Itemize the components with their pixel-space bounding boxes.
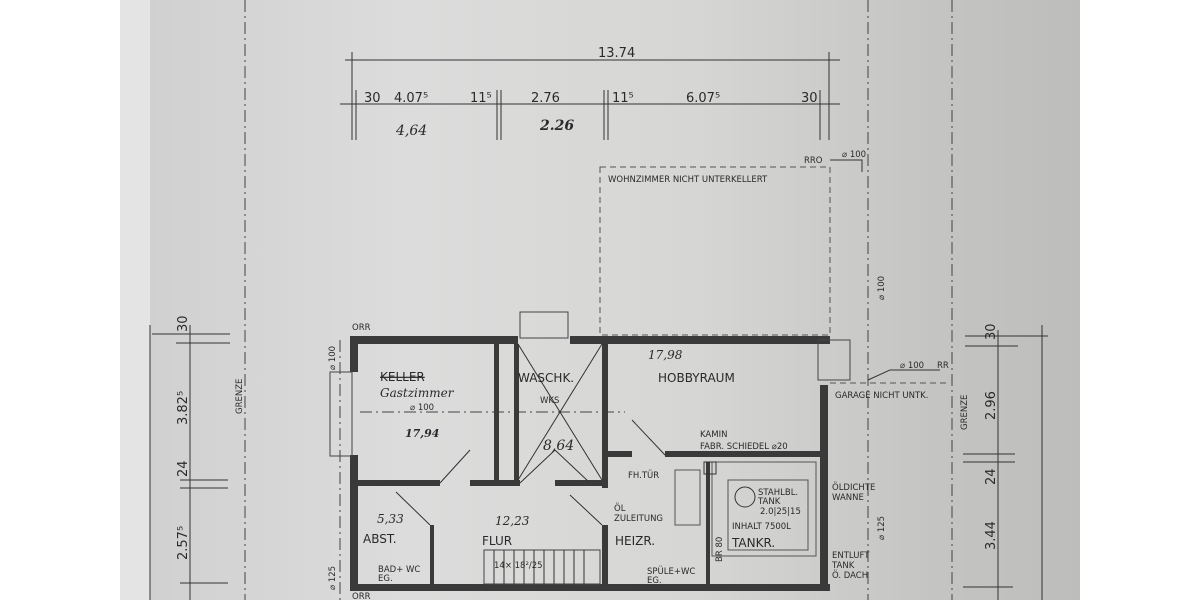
living-room-outline (599, 166, 831, 336)
tank-line-2: TANK (757, 497, 781, 507)
room-name: FLUR (482, 534, 512, 548)
room-name: HEIZR. (615, 534, 655, 548)
below-line-2: EG. (647, 576, 662, 586)
room-area: 8,64 (543, 438, 574, 454)
pipe-label-125: ⌀ 125 (877, 516, 887, 540)
boiler-icon (674, 469, 701, 526)
vent-line-1: ENTLUFT (832, 551, 870, 561)
top-dimension-chain: 13.74 30 4.07⁵ 11⁵ 2.76 11⁵ 6.07⁵ 30 4,6… (340, 46, 840, 140)
paper-edge (120, 0, 150, 600)
room-name: TANKR. (731, 536, 775, 550)
chimney-spec: FABR. SCHIEDEL ⌀20 (700, 442, 788, 452)
rr-label: RR (937, 361, 949, 371)
tank-outline (727, 479, 809, 551)
dim-total: 13.74 (598, 46, 635, 61)
below-line-1: BAD+ WC (378, 565, 420, 575)
room-hand-name: Gastzimmer (380, 386, 455, 400)
hand-dim-seg1: 4,64 (395, 123, 427, 139)
room-heizr: FH.TÜR ÖL ZULEITUNG HEIZR. SPÜLE+WC EG. (614, 470, 695, 586)
room-area: 12,23 (495, 514, 530, 528)
pipe-label-right: ⌀ 100 (877, 276, 887, 300)
dim-wall1: 11⁵ (470, 91, 492, 106)
oil-tray-line-1: ÖLDICHTE (832, 482, 875, 493)
pipe-garage (867, 369, 940, 381)
left-dimension-chain: 30 3.82⁵ 24 2.57⁵ GRENZE ⌀ 100 ⌀ 125 ORR… (149, 315, 371, 600)
room-waschk: WASCHK. WKS 8,64 (518, 371, 574, 454)
pipe-label: ⌀ 100 (410, 403, 434, 413)
orr-bottom: ORR (352, 592, 371, 600)
pipe-label-garage: ⌀ 100 (900, 361, 924, 371)
pipe-label-left-bottom: ⌀ 125 (328, 566, 338, 590)
room-name: HOBBYRAUM (658, 371, 735, 385)
window-well-top (519, 311, 569, 339)
room-keller: KELLER Gastzimmer ⌀ 100 17,94 (380, 370, 455, 440)
dim-wall2: 11⁵ (612, 91, 634, 106)
dim-seg1: 4.07⁵ (394, 91, 428, 106)
chimney-label: KAMIN (700, 430, 727, 440)
room-flur: 12,23 FLUR 14× 18²/25 (482, 514, 543, 571)
garage-note: GARAGE NICHT UNTK. (835, 391, 928, 401)
boundary-label-left: GRENZE (235, 379, 245, 414)
dim-right-wall: 30 (801, 91, 818, 106)
door-label: FH.TÜR (628, 470, 659, 481)
tank-line-3: 2.0|25|15 (760, 507, 801, 517)
tank-icon (734, 486, 756, 508)
dim-right-3: 24 (984, 468, 999, 485)
width-label: BR 80 (715, 537, 725, 562)
dim-left-2: 3.82⁵ (176, 391, 191, 425)
vent-line-2: TANK (831, 561, 855, 571)
room-name: KELLER (380, 370, 425, 384)
boundary-label-right: GRENZE (960, 395, 970, 430)
right-dimension-chain: 30 2.96 24 3.44 GRENZE (960, 323, 1048, 600)
oil-tray (711, 461, 817, 557)
room-abst: 5,33 ABST. BAD+ WC EG. (363, 512, 420, 584)
fixture-label: WKS (540, 396, 559, 406)
dim-left-3: 24 (176, 460, 191, 477)
orr-top: ORR (352, 323, 371, 333)
living-room-note: WOHNZIMMER NICHT UNTERKELLERT (608, 175, 768, 185)
window-well-right (817, 339, 851, 381)
room-name: ABST. (363, 532, 397, 546)
tank-line-1: STAHLBL. (758, 488, 798, 498)
stairs-label: 14× 18²/25 (494, 561, 543, 571)
room-name: WASCHK. (518, 371, 574, 385)
room-area: 17,94 (405, 427, 439, 440)
pipe-rro (830, 159, 863, 172)
chimney-icon (703, 461, 717, 475)
room-area: 5,33 (377, 512, 404, 526)
dim-right-2: 2.96 (984, 391, 999, 420)
walls (329, 311, 851, 591)
dim-left-1: 30 (176, 315, 191, 332)
window-well-left (329, 371, 353, 457)
oil-line-2: ZULEITUNG (614, 514, 663, 524)
capacity: INHALT 7500L (732, 522, 791, 532)
below-line-2: EG. (378, 574, 393, 584)
dim-seg3: 6.07⁵ (686, 91, 720, 106)
pipe-label-top: ⌀ 100 (842, 150, 866, 160)
pipe-label-left-top: ⌀ 100 (328, 346, 338, 370)
doors (395, 343, 666, 526)
rro-label: RRO (804, 156, 823, 166)
room-area: 17,98 (648, 348, 683, 362)
dim-left-wall: 30 (364, 91, 381, 106)
stairs (483, 549, 601, 585)
vent-line-3: Ö. DACH (832, 570, 868, 581)
hand-dim-seg2: 2.26 (539, 118, 574, 134)
room-tankr: STAHLBL. TANK 2.0|25|15 INHALT 7500L TAN… (715, 488, 801, 562)
below-line-1: SPÜLE+WC (647, 566, 695, 577)
dim-left-4: 2.57⁵ (176, 526, 191, 560)
room-hobbyraum: 17,98 HOBBYRAUM KAMIN FABR. SCHIEDEL ⌀20 (648, 348, 788, 452)
oil-tray-line-2: WANNE (832, 493, 864, 503)
oil-line-1: ÖL (614, 503, 626, 514)
dim-right-4: 3.44 (984, 521, 999, 550)
dim-seg2: 2.76 (531, 91, 560, 106)
dim-right-1: 30 (984, 323, 999, 340)
